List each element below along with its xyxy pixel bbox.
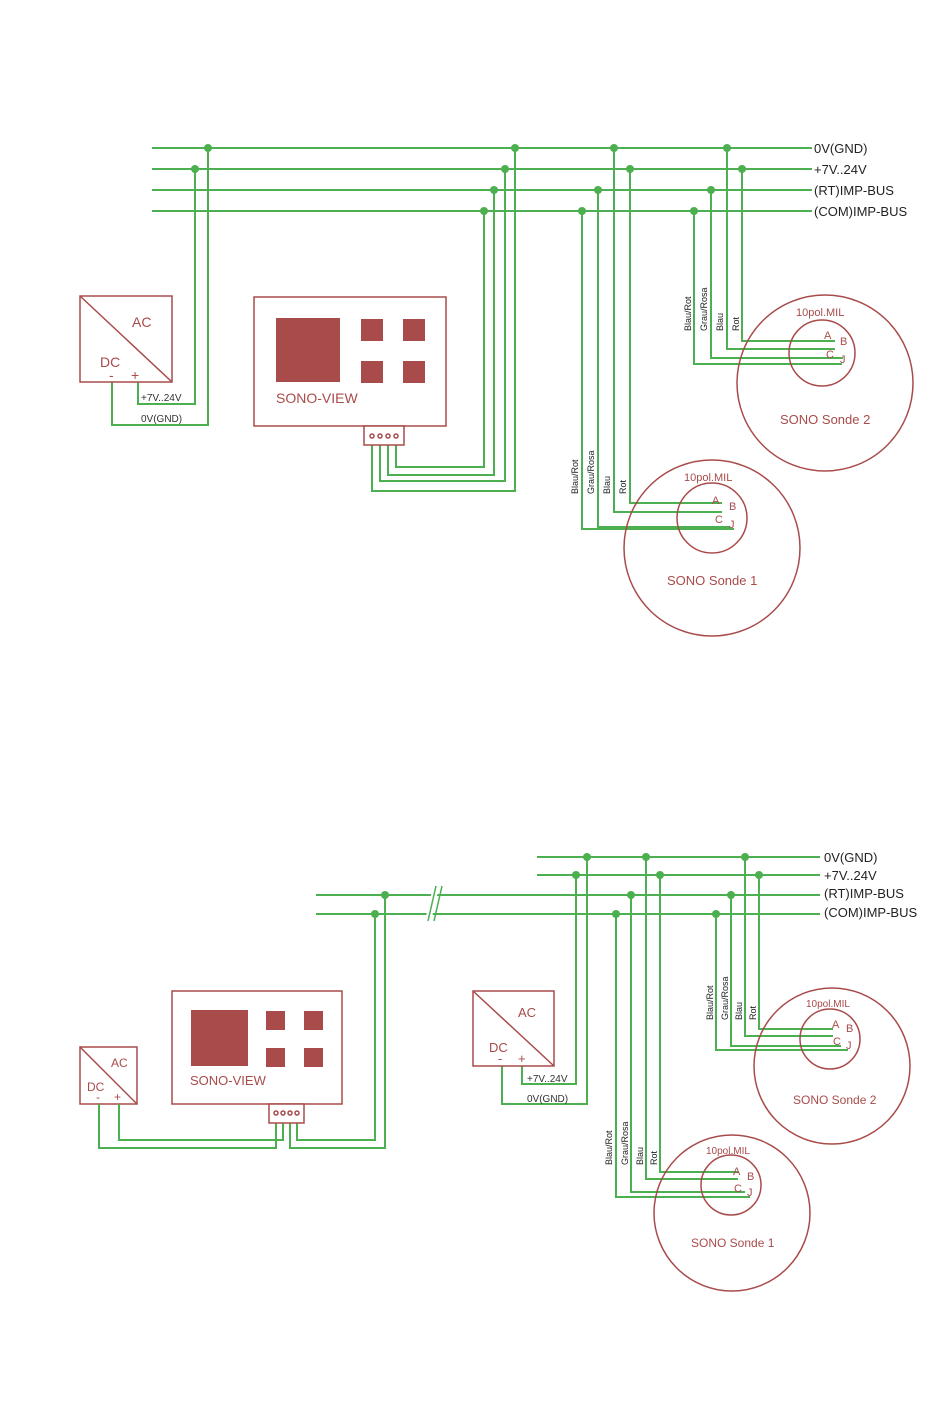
psu-minus-label: - (109, 367, 114, 383)
top-probe-2: 10pol.MIL A B C J SONO Sonde 2 (736, 294, 914, 472)
pin-a: A (832, 1019, 840, 1031)
pin-j: J (846, 1040, 852, 1052)
connector-label: 10pol.MIL (684, 472, 732, 484)
wire-label-blau: Blau (715, 313, 725, 331)
bus-label-gnd: 0V(GND) (824, 850, 877, 865)
wire-label-blau: Blau (635, 1147, 645, 1165)
connector-label: 10pol.MIL (706, 1146, 750, 1157)
bus-label-rt: (RT)IMP-BUS (824, 886, 904, 901)
bottom-probe-2: 10pol.MIL A B C J SONO Sonde 2 (753, 987, 911, 1145)
probe-1-label: SONO Sonde 1 (667, 573, 757, 588)
wire-label-grau-rosa: Grau/Rosa (620, 1121, 630, 1165)
psu-out-gnd-label: 0V(GND) (141, 414, 182, 425)
pin-a: A (824, 330, 832, 342)
pin-j: J (729, 519, 735, 531)
wire-label-rot: Rot (649, 1150, 659, 1165)
bus-label-com: (COM)IMP-BUS (814, 204, 907, 219)
bottom-probe-1: 10pol.MIL A B C J SONO Sonde 1 (653, 1134, 811, 1292)
top-probe1-wire-labels: Blau/Rot Grau/Rosa Blau Rot (570, 450, 628, 494)
psu-dc-label: DC (489, 1040, 508, 1055)
pin-c: C (734, 1183, 742, 1195)
psu-dc-label: DC (87, 1080, 105, 1094)
psu-dc-label: DC (100, 354, 120, 370)
bottom-probe1-wire-labels: Blau/Rot Grau/Rosa Blau Rot (604, 1121, 659, 1165)
pin-c: C (826, 349, 834, 361)
bus-label-supply: +7V..24V (814, 162, 867, 177)
wire-label-blau-rot: Blau/Rot (570, 459, 580, 494)
top-bus-lines (152, 147, 812, 212)
psu-ac-label: AC (518, 1005, 536, 1020)
wire-label-blau-rot: Blau/Rot (705, 985, 715, 1020)
top-probe-1: 10pol.MIL A B C J SONO Sonde 1 (623, 459, 801, 637)
pin-b: B (840, 336, 847, 348)
probe-2-label: SONO Sonde 2 (780, 412, 870, 427)
bus-label-rt: (RT)IMP-BUS (814, 183, 894, 198)
bus-label-gnd: 0V(GND) (814, 141, 867, 156)
psu-plus-label: + (131, 367, 139, 383)
bottom-probe2-wire-labels: Blau/Rot Grau/Rosa Blau Rot (705, 976, 758, 1020)
pin-c: C (715, 514, 723, 526)
pin-c: C (833, 1036, 841, 1048)
connector-label: 10pol.MIL (806, 999, 850, 1010)
wire-label-rot: Rot (731, 316, 741, 331)
wire-label-rot: Rot (748, 1005, 758, 1020)
connector-label: 10pol.MIL (796, 307, 844, 319)
bottom-sono-view: SONO-VIEW (171, 990, 343, 1124)
psu-out-gnd-label: 0V(GND) (527, 1094, 568, 1105)
wire-label-grau-rosa: Grau/Rosa (586, 450, 596, 494)
top-sono-view: SONO-VIEW (253, 296, 447, 446)
bottom-diagram: 0V(GND) +7V..24V (RT)IMP-BUS (COM)IMP-BU… (79, 850, 917, 1292)
wire-label-blau-rot: Blau/Rot (604, 1130, 614, 1165)
psu-minus-label: - (96, 1090, 100, 1104)
psu-ac-label: AC (111, 1056, 128, 1070)
bottom-left-power-supply: AC DC - + (79, 1046, 138, 1105)
probe-1-label: SONO Sonde 1 (691, 1236, 775, 1250)
sono-view-label: SONO-VIEW (276, 390, 358, 406)
pin-j: J (840, 354, 846, 366)
pin-b: B (747, 1171, 754, 1183)
psu-out-plus-label: +7V..24V (527, 1074, 568, 1085)
pin-b: B (846, 1023, 853, 1035)
probe-2-label: SONO Sonde 2 (793, 1093, 877, 1107)
wire-label-grau-rosa: Grau/Rosa (699, 287, 709, 331)
bus-label-com: (COM)IMP-BUS (824, 905, 917, 920)
psu-minus-label: - (498, 1051, 502, 1066)
wire-label-blau: Blau (734, 1002, 744, 1020)
bottom-right-power-supply: AC DC - + +7V..24V 0V(GND) (472, 990, 568, 1105)
wire-label-grau-rosa: Grau/Rosa (720, 976, 730, 1020)
top-probe2-wire-labels: Blau/Rot Grau/Rosa Blau Rot (683, 287, 741, 331)
top-diagram: 0V(GND) +7V..24V (RT)IMP-BUS (COM)IMP-BU… (79, 141, 914, 637)
psu-plus-label: + (518, 1051, 526, 1066)
bottom-bus-labels: 0V(GND) +7V..24V (RT)IMP-BUS (COM)IMP-BU… (824, 850, 917, 920)
pin-a: A (733, 1166, 741, 1178)
psu-ac-label: AC (132, 314, 151, 330)
psu-plus-label: + (114, 1090, 121, 1104)
bus-label-supply: +7V..24V (824, 868, 877, 883)
pin-a: A (712, 495, 720, 507)
top-power-supply: AC DC - + +7V..24V 0V(GND) (79, 295, 182, 425)
pin-b: B (729, 501, 736, 513)
sono-view-label: SONO-VIEW (190, 1073, 267, 1088)
wire-label-rot: Rot (618, 479, 628, 494)
top-bus-labels: 0V(GND) +7V..24V (RT)IMP-BUS (COM)IMP-BU… (814, 141, 907, 219)
wire-label-blau: Blau (602, 476, 612, 494)
wire-label-blau-rot: Blau/Rot (683, 296, 693, 331)
psu-out-plus-label: +7V..24V (141, 393, 182, 404)
pin-j: J (747, 1187, 753, 1199)
